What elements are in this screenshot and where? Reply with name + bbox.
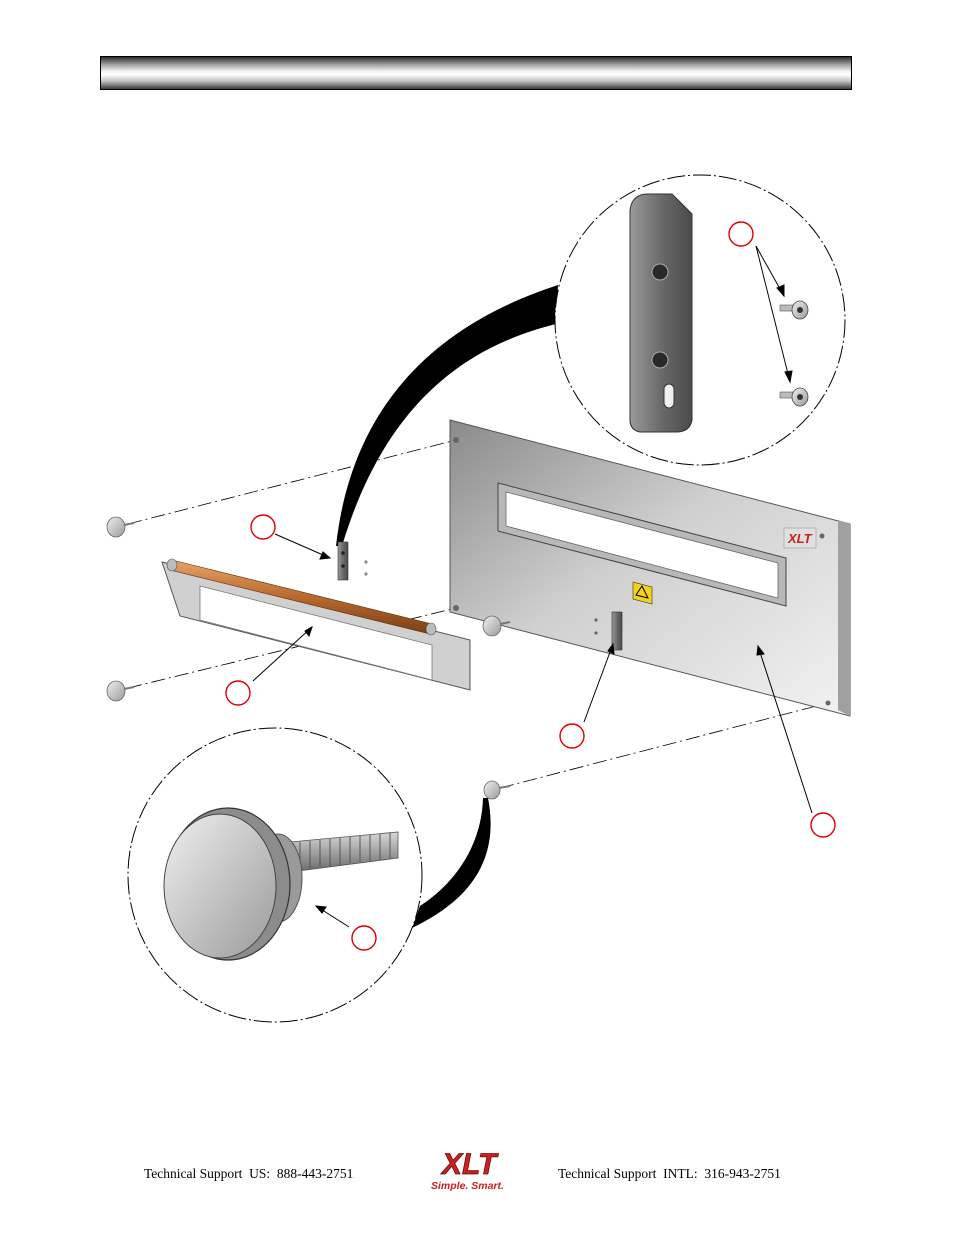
- small-bracket: [337, 541, 368, 581]
- callout-2: [250, 514, 276, 540]
- detail-bracket: [629, 193, 693, 433]
- callout-circles: [225, 221, 836, 951]
- support-us-text: Technical Support US: 888-443-2751: [144, 1166, 354, 1181]
- detail-circle-thumbscrew: [127, 727, 423, 1023]
- panel-logo-plate: XLT: [783, 527, 817, 549]
- header-bar: [100, 56, 852, 90]
- front-panel: XLT: [449, 419, 851, 717]
- swoosh-arc-bottom: [412, 798, 491, 928]
- callout-1: [728, 221, 754, 247]
- detail-screw-lower: [779, 387, 809, 407]
- detail-thumbscrew: [163, 807, 399, 961]
- svg-text:XLT: XLT: [787, 531, 813, 546]
- callout-4: [559, 723, 585, 749]
- logo-tagline: Simple. Smart.: [431, 1180, 504, 1192]
- thumb-screw-bottom-left: [106, 680, 135, 702]
- panel-window-opening: [505, 491, 779, 599]
- callout-6: [351, 925, 377, 951]
- detail-circle-bracket: [554, 174, 846, 466]
- callout-3: [225, 680, 251, 706]
- callout-5: [810, 812, 836, 838]
- support-intl-text: Technical Support INTL: 316-943-2751: [558, 1166, 781, 1181]
- panel-bracket: [611, 611, 623, 651]
- thumb-screw-bottom: [483, 780, 511, 800]
- warning-label-icon: [632, 581, 653, 605]
- xlt-logo: XLT Simple. Smart.: [431, 1148, 504, 1192]
- logo-brand: XLT: [440, 1148, 499, 1181]
- window-assembly: [161, 558, 471, 691]
- thumb-screw-top-left: [106, 516, 135, 538]
- thumb-screw-mid: [482, 615, 511, 637]
- swoosh-arc-top: [336, 285, 558, 546]
- detail-screw-upper: [779, 300, 809, 320]
- callout-arrows: [252, 245, 813, 928]
